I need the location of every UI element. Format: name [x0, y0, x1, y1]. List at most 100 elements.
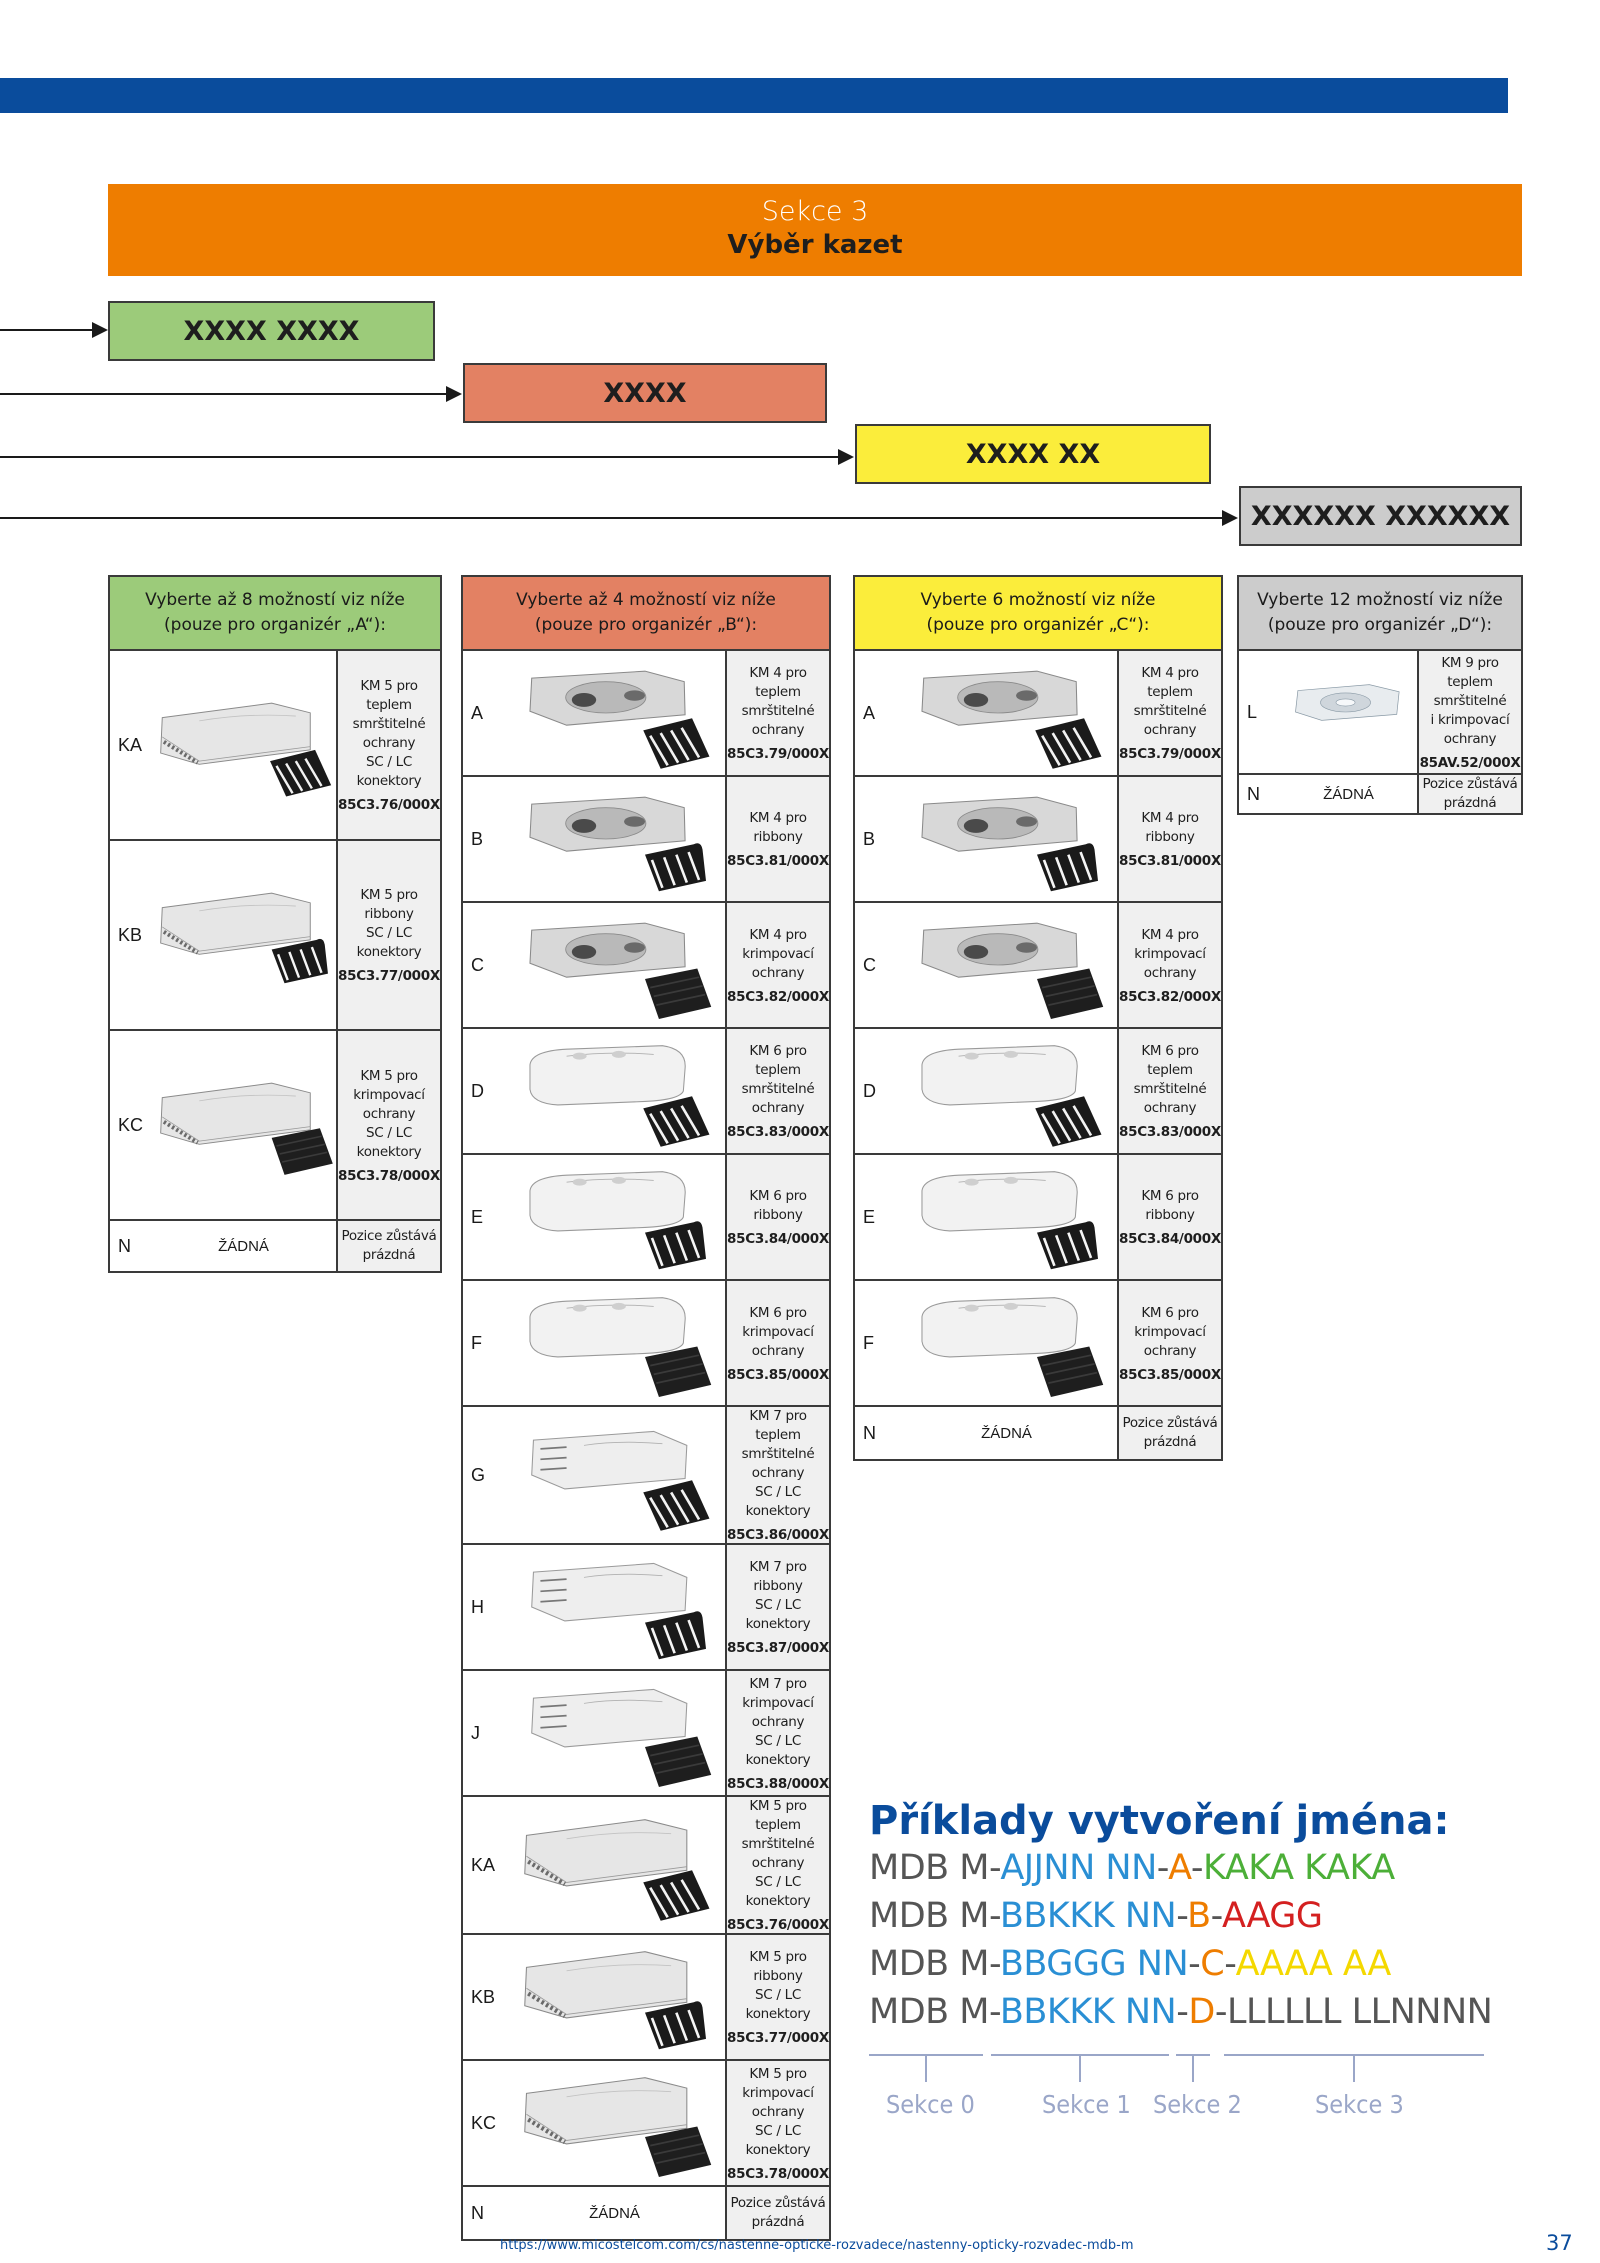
description-line: KM 4 pro	[749, 926, 807, 943]
description-line: SC / LC	[366, 925, 412, 941]
cassette-image	[529, 1297, 712, 1398]
section-title: Sekce 3	[761, 196, 869, 227]
description-line: Pozice zůstává	[1422, 776, 1518, 792]
cassette-image-wrap	[504, 1414, 725, 1536]
label-sekce-0: Sekce 0	[886, 2090, 975, 2119]
description-line: SC / LC	[366, 754, 412, 770]
option-code: KA	[108, 649, 151, 841]
part-number: 85C3.78/000X	[727, 2165, 829, 2182]
description-line: ochrany	[362, 1105, 416, 1122]
example-segment: BBGGG NN	[999, 1944, 1189, 1984]
cassette-image-wrap	[504, 1936, 725, 2058]
footer-url[interactable]: https://www.micostelcom.com/cs/nastenne-…	[500, 2238, 1134, 2253]
code-box-b: XXXX	[463, 363, 827, 423]
cassette-image	[921, 1045, 1102, 1147]
part-number: 85AV.52/000X	[1419, 754, 1521, 771]
option-code: N	[461, 2185, 504, 2241]
description-line: krimpovací	[1134, 945, 1206, 962]
part-number: 85C3.76/000X	[727, 1917, 829, 1933]
none-label: ŽÁDNÁ	[151, 1219, 338, 1273]
description-line: Pozice zůstává	[730, 2195, 826, 2211]
cassette-image-wrap	[896, 1030, 1117, 1152]
none-label: ŽÁDNÁ	[1280, 773, 1419, 815]
arrow-a	[0, 322, 108, 338]
part-number: 85C3.81/000X	[727, 853, 829, 869]
cassette-image	[531, 1562, 706, 1660]
description-line: ochrany	[1143, 1342, 1197, 1359]
option-code: N	[853, 1405, 896, 1461]
cassette-image-cell	[896, 775, 1119, 903]
part-number: 85C3.85/000X	[727, 1366, 829, 1383]
description-line: smrštitelné	[1133, 703, 1207, 719]
table-header-line: (pouze pro organizér „C“):	[926, 615, 1150, 635]
cassette-image-wrap	[504, 1030, 725, 1152]
cassette-image-cell	[504, 1933, 727, 2061]
cassette-image	[529, 1171, 706, 1270]
description-line: ochrany	[751, 722, 805, 738]
cassette-image	[160, 702, 332, 797]
option-code: N	[1237, 773, 1280, 815]
cassette-image-wrap	[896, 778, 1117, 900]
cassette-image-cell	[504, 775, 727, 903]
option-code: A	[461, 649, 504, 777]
cassette-image-cell	[504, 1543, 727, 1671]
example-segment: -	[1188, 1944, 1201, 1984]
tick-sekce-1	[1079, 2054, 1081, 2082]
description-line: ochrany	[1443, 730, 1497, 747]
option-code: D	[853, 1027, 896, 1155]
example-name-line: MDB M-BBKKK NN-B-AAGG	[869, 1896, 1323, 1936]
part-number: 85C3.83/000X	[727, 1124, 829, 1140]
cassette-image	[529, 922, 712, 1020]
cassette-image-cell	[504, 901, 727, 1029]
example-segment: -	[1210, 1896, 1223, 1936]
cassette-image-wrap	[504, 778, 725, 900]
example-segment: MDB M-	[869, 1896, 1000, 1936]
option-code: D	[461, 1027, 504, 1155]
cassette-image-wrap	[1280, 652, 1417, 772]
description-line: krimpovací	[353, 1086, 425, 1103]
cassette-image-cell	[504, 1405, 727, 1545]
table-header: Vyberte 12 možností viz níže(pouze pro o…	[1237, 575, 1523, 651]
description-line: SC / LC konektory	[745, 2122, 811, 2158]
option-code: KA	[461, 1795, 504, 1935]
part-number: 85C3.81/000X	[1119, 853, 1221, 869]
cassette-image-wrap	[896, 1282, 1117, 1404]
description-line: krimpovací	[742, 945, 814, 962]
description-line: KM 5 pro	[360, 1067, 418, 1084]
cassette-image-cell	[504, 1153, 727, 1281]
description-line: KM 9 pro teplem	[1441, 654, 1499, 690]
code-box-a: XXXX XXXX	[108, 301, 435, 361]
tick-sekce-3	[1353, 2054, 1355, 2082]
